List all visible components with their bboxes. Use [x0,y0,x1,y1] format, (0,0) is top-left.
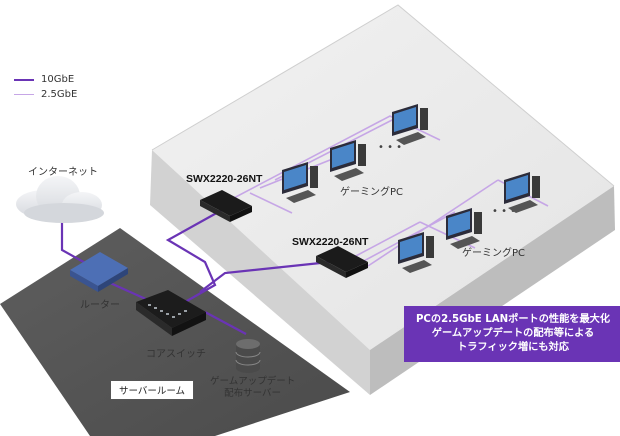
svg-text:• • •: • • • [492,206,516,217]
legend-item-2-5gbe: 2.5GbE [14,87,77,102]
internet-cloud-icon [16,176,104,223]
access-switch-1-icon [200,190,252,222]
server-database-icon [235,339,261,373]
legend-label-10gbe: 10GbE [41,74,75,85]
server-label: ゲームアップデート 配布サーバー [210,376,295,400]
callout-line-2: ゲームアップデートの配布等による [431,328,595,339]
access-switch-2-icon [316,246,368,278]
svg-text:• • •: • • • [378,142,402,153]
core-switch-icon [136,290,206,336]
feature-callout: PCの2.5GbE LANポートの性能を最大化 ゲームアップデートの配布等による… [404,306,620,362]
legend-swatch-2-5gbe [14,94,34,95]
gaming-pc-label-1: ゲーミングPC [340,187,404,198]
gaming-pc-group-2: • • • [398,172,540,273]
gaming-pc-label-2: ゲーミングPC [462,248,526,259]
router-label: ルーター [80,300,120,311]
legend-label-2-5gbe: 2.5GbE [41,89,78,100]
callout-line-1: PCの2.5GbE LANポートの性能を最大化 [415,314,611,325]
switch-model-label-2: SWX2220-26NT [292,236,369,248]
room-left-wall [150,150,370,395]
links-10gbe [60,209,331,335]
core-switch-label: コアスイッチ [146,349,206,360]
room-floor [152,5,614,350]
legend-swatch-10gbe [14,78,34,81]
callout-line-3: トラフィック増にも対応 [457,342,569,353]
server-label-line-2: 配布サーバー [224,388,282,399]
legend: 10GbE 2.5GbE [14,72,77,102]
gaming-pc-group-1: • • • [282,104,428,203]
server-label-line-1: ゲームアップデート [210,376,296,387]
server-room-label: サーバールーム [110,380,194,400]
legend-item-10gbe: 10GbE [14,72,77,87]
switch-model-label-1: SWX2220-26NT [186,173,263,185]
router-icon [70,252,128,292]
internet-label: インターネット [28,167,98,178]
